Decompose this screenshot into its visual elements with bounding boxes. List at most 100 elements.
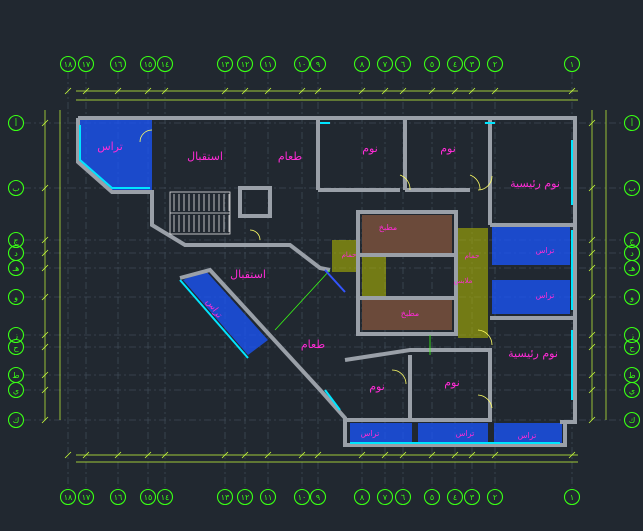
label-kitchen-s: مطبخ [401,309,419,318]
axis-bubble-bottom: ٣ [463,488,481,506]
svg-text:١٠: ١٠ [298,493,307,502]
dim-tick [491,87,499,95]
svg-text:ح: ح [13,343,19,352]
axis-bubble-left: أ [7,114,25,132]
dim-tick [588,184,596,192]
label-bed-n1: نوم [362,142,378,155]
svg-text:٤: ٤ [453,493,457,502]
axis-bubble-bottom: ٤ [446,488,464,506]
axis-bubble-top: ٦ [394,55,412,73]
svg-text:١٨: ١٨ [64,493,73,502]
svg-text:ب: ب [628,184,636,193]
label-bed-s1: نوم [369,380,385,393]
dim-tick [221,451,229,459]
axis-bubble-left: و [7,288,25,306]
svg-text:٥: ٥ [430,493,434,502]
axis-bubble-top: ١٣ [216,55,234,73]
dim-tick [241,451,249,459]
wet-areas [332,215,488,338]
axis-bubble-bottom: ١٢ [236,488,254,506]
dim-tick [568,451,576,459]
dim-tick [428,87,436,95]
label-terrace-s1: تراس [361,429,380,438]
svg-text:١٠: ١٠ [298,60,307,69]
svg-text:٩: ٩ [316,60,320,69]
svg-text:د: د [630,249,634,258]
dim-tick [64,451,72,459]
axis-bubble-bottom: ١٠ [293,488,311,506]
svg-text:ح: ح [629,343,635,352]
axis-bubble-left: هـ [7,259,25,277]
axis-bubble-top: ١٥ [139,55,157,73]
grid-axis-bubbles: ١٨١٨١٧١٧١٦١٦١٥١٥١٤١٤١٣١٣١٢١٢١١١١١٠١٠٩٩٨٨… [7,55,641,506]
svg-text:ك: ك [629,416,636,425]
svg-text:١١: ١١ [264,60,273,69]
svg-text:ك: ك [13,416,20,425]
axis-bubble-top: ٤ [446,55,464,73]
axis-bubble-bottom: ١٣ [216,488,234,506]
svg-text:١٣: ١٣ [221,60,230,69]
axis-bubble-left: ب [7,179,25,197]
dim-tick [41,264,49,272]
staircase [169,191,231,235]
axis-bubble-right: ح [623,338,641,356]
svg-text:٨: ٨ [360,60,365,69]
axis-bubble-left: ح [7,338,25,356]
label-terrace-e2: تراس [536,291,555,300]
svg-text:ج: ج [13,236,19,245]
axis-bubble-right: ز [623,326,641,344]
dim-tick [381,87,389,95]
label-bed-n2: نوم [440,142,456,155]
svg-text:ي: ي [629,386,635,395]
svg-text:هـ: هـ [12,264,20,273]
dim-tick [264,87,272,95]
svg-text:٩: ٩ [316,493,320,502]
axis-bubble-top: ٧ [376,55,394,73]
dim-tick [399,451,407,459]
section-arrow [324,269,346,293]
label-terrace-s2: تراس [456,429,475,438]
axis-bubble-top: ١٨ [59,55,77,73]
dim-tick [41,249,49,257]
axis-bubble-right: ج [623,231,641,249]
svg-text:١: ١ [570,60,574,69]
axis-bubble-bottom: ١٥ [139,488,157,506]
dim-tick [588,416,596,424]
axis-bubble-top: ١١ [259,55,277,73]
axis-bubble-bottom: ١٤ [156,488,174,506]
svg-text:١٣: ١٣ [221,493,230,502]
dim-tick [41,184,49,192]
svg-text:ي: ي [13,386,19,395]
label-master-bed-e: نوم رئيسية [510,177,560,190]
svg-text:٣: ٣ [470,60,475,69]
label-reception-n: استقبال [187,150,223,163]
walls [76,116,577,447]
svg-text:ط: ط [628,371,635,380]
axis-bubble-bottom: ٩ [309,488,327,506]
svg-text:١: ١ [570,493,574,502]
svg-text:ب: ب [12,184,20,193]
svg-text:٢: ٢ [493,60,497,69]
dim-tick [144,451,152,459]
axis-bubble-left: ج [7,231,25,249]
svg-text:٦: ٦ [401,493,405,502]
dim-tick [298,451,306,459]
axis-bubble-left: ي [7,381,25,399]
windows [79,122,573,444]
axis-bubble-top: ١٢ [236,55,254,73]
svg-text:٨: ٨ [360,493,365,502]
doors [139,129,493,409]
terrace-hatches [80,120,570,443]
axis-bubble-bottom: ١٦ [109,488,127,506]
label-bath-2: حمام [342,251,357,259]
dim-tick [241,87,249,95]
dim-tick [41,331,49,339]
dim-tick [491,451,499,459]
svg-text:ز: ز [13,331,18,340]
dim-tick [358,87,366,95]
svg-text:٧: ٧ [383,493,388,502]
svg-text:١٤: ١٤ [161,493,170,502]
dim-tick [381,451,389,459]
axis-bubble-top: ٨ [353,55,371,73]
